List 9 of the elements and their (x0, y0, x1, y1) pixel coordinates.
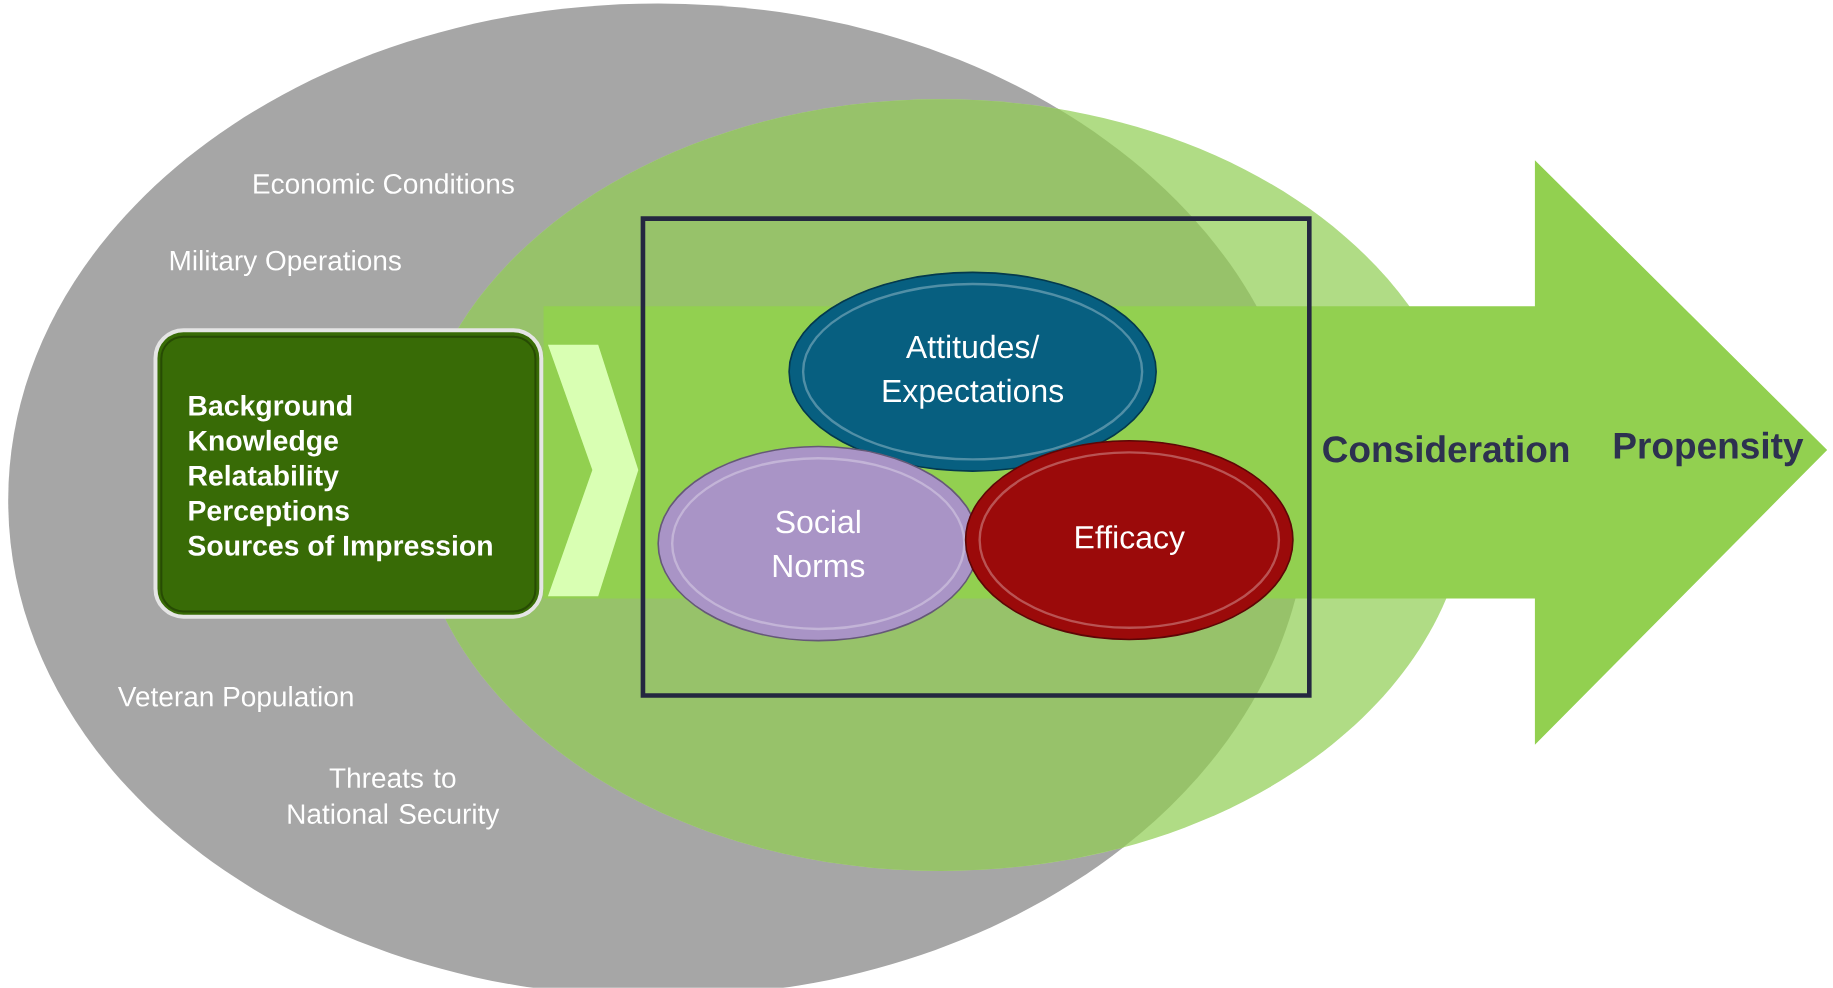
arrow-label: Propensity (1614, 431, 1804, 467)
region-label: Military Operations (170, 250, 401, 277)
region-label: Veteran Population (117, 686, 353, 713)
arrow-label: Consideration (1323, 435, 1569, 463)
region-label: Economic Conditions (254, 173, 514, 194)
frame-box (640, 216, 1312, 698)
region-label: Threats to National Security (288, 767, 500, 830)
chevron-arrow (547, 344, 639, 597)
rounded-box: Background Knowledge Relatability Perceptions Sources of Impression (153, 328, 544, 619)
